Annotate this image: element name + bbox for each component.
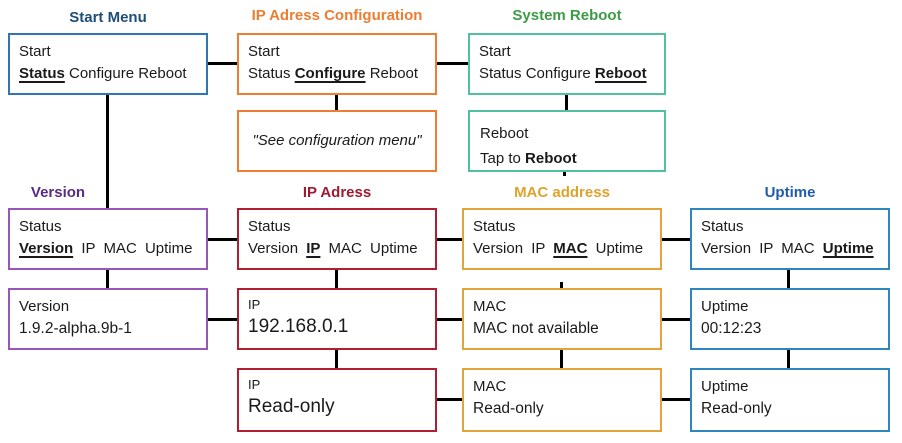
menu-text: Status bbox=[248, 65, 295, 82]
value-text: Read-only bbox=[248, 396, 335, 417]
value-text: MAC not available bbox=[473, 320, 599, 337]
node-status-mac-screen: Status Version IP MAC Uptime bbox=[462, 208, 662, 270]
connector-ipconfig-to-reboot bbox=[437, 62, 468, 65]
menu-text: IP MAC Uptime bbox=[73, 240, 193, 257]
connector-start-to-statusversion bbox=[106, 95, 109, 208]
node-line1: Start bbox=[479, 43, 511, 60]
value-text: Read-only bbox=[473, 400, 544, 417]
connector-statusversion-to-statusip bbox=[208, 238, 237, 241]
menu-text: Status Configure bbox=[479, 65, 595, 82]
node-line2: Status Configure Reboot bbox=[19, 63, 197, 85]
value-label: Uptime bbox=[701, 378, 749, 395]
node-line2: Version IP MAC Uptime bbox=[701, 238, 879, 260]
connector-stub-below-reboot-action bbox=[563, 172, 566, 176]
value-label: Uptime bbox=[701, 298, 749, 315]
node-mac-readonly-screen: MAC Read-only bbox=[462, 368, 662, 432]
node-line2: Version IP MAC Uptime bbox=[473, 238, 651, 260]
node-status-version-screen: Status Version IP MAC Uptime bbox=[8, 208, 208, 270]
connector-macvalue-to-macreadonly bbox=[560, 350, 563, 368]
node-line1: Start bbox=[19, 43, 51, 60]
value-label: Version bbox=[19, 298, 70, 315]
section-title-system-reboot: System Reboot bbox=[512, 7, 622, 24]
node-version-value-screen: Version 1.9.2-alpha.9b-1 bbox=[8, 288, 208, 350]
connector-ipvalue-to-ipreadonly bbox=[335, 350, 338, 368]
menu-text: Version IP MAC bbox=[701, 240, 823, 257]
node-config-note: "See configuration menu" bbox=[237, 110, 437, 172]
section-title-ip-config: IP Adress Configuration bbox=[251, 7, 423, 24]
value-text: 192.168.0.1 bbox=[248, 316, 349, 337]
node-ip-value-screen: IP 192.168.0.1 bbox=[237, 288, 437, 350]
reboot-action-label: Reboot bbox=[525, 150, 577, 167]
node-uptime-readonly-screen: Uptime Read-only bbox=[690, 368, 890, 432]
node-line2: Status Configure Reboot bbox=[479, 63, 655, 85]
menu-text: Uptime bbox=[587, 240, 644, 257]
node-status-ip-screen: Status Version IP MAC Uptime bbox=[237, 208, 437, 270]
value-text: 1.9.2-alpha.9b-1 bbox=[19, 320, 132, 337]
node-line1: Status bbox=[19, 218, 62, 235]
note-text: "See configuration menu" bbox=[252, 132, 422, 149]
value-label: IP bbox=[248, 297, 261, 312]
connector-versionvalue-to-ipvalue bbox=[208, 318, 237, 321]
node-line2: Tap to Reboot bbox=[480, 146, 654, 171]
selected-menu-item: Uptime bbox=[822, 240, 874, 257]
menu-text: MAC Uptime bbox=[320, 240, 418, 257]
node-uptime-value-screen: Uptime 00:12:23 bbox=[690, 288, 890, 350]
selected-menu-item: Version bbox=[19, 240, 74, 257]
value-text: 00:12:23 bbox=[701, 320, 762, 337]
value-label: MAC bbox=[473, 298, 507, 315]
connector-start-to-ipconfig bbox=[208, 62, 237, 65]
connector-macreadonly-to-uptimereadonly bbox=[662, 398, 690, 401]
connector-statusuptime-to-uptimevalue bbox=[787, 270, 790, 288]
node-line2: Version IP MAC Uptime bbox=[248, 238, 426, 260]
value-label: MAC bbox=[473, 378, 507, 395]
menu-text: Version IP bbox=[473, 240, 554, 257]
section-title-ip-adress: IP Adress bbox=[302, 184, 372, 201]
connector-statusip-to-ipvalue bbox=[335, 270, 338, 288]
connector-ipreadonly-to-macreadonly bbox=[437, 398, 462, 401]
node-ip-readonly-screen: IP Read-only bbox=[237, 368, 437, 432]
node-line1: Status bbox=[701, 218, 744, 235]
value-text: Read-only bbox=[701, 400, 772, 417]
section-title-mac-address: MAC address bbox=[514, 184, 610, 201]
menu-text: Reboot bbox=[365, 65, 419, 82]
connector-ipconfig-to-note bbox=[335, 95, 338, 110]
selected-menu-item: Configure bbox=[294, 65, 366, 82]
node-line1: Start bbox=[248, 43, 280, 60]
connector-ipvalue-to-macvalue bbox=[437, 318, 462, 321]
menu-text: Configure Reboot bbox=[64, 65, 187, 82]
connector-macvalue-to-uptimevalue bbox=[662, 318, 690, 321]
node-line1: Reboot bbox=[480, 125, 529, 142]
node-line2: Version IP MAC Uptime bbox=[19, 238, 197, 260]
connector-statusversion-to-versionvalue bbox=[106, 270, 109, 288]
node-start-menu-screen: Start Status Configure Reboot bbox=[8, 33, 208, 95]
node-line1: Status bbox=[473, 218, 516, 235]
menu-text: Version bbox=[248, 240, 307, 257]
menu-text: Tap to bbox=[480, 150, 526, 167]
section-title-uptime: Uptime bbox=[764, 184, 816, 201]
node-ip-config-screen: Start Status Configure Reboot bbox=[237, 33, 437, 95]
node-system-reboot-screen: Start Status Configure Reboot bbox=[468, 33, 666, 95]
value-label: IP bbox=[248, 377, 261, 392]
selected-menu-item: IP bbox=[306, 240, 321, 257]
selected-menu-item: MAC bbox=[553, 240, 588, 257]
node-mac-value-screen: MAC MAC not available bbox=[462, 288, 662, 350]
node-line2: Status Configure Reboot bbox=[248, 63, 426, 85]
connector-stub-above-macvalue bbox=[560, 282, 563, 288]
connector-reboot-to-action bbox=[565, 95, 568, 110]
section-title-start-menu: Start Menu bbox=[69, 9, 147, 26]
selected-menu-item: Status bbox=[19, 65, 65, 82]
connector-statusip-to-statusmac bbox=[437, 238, 462, 241]
connector-uptimevalue-to-uptimereadonly bbox=[787, 350, 790, 368]
node-status-uptime-screen: Status Version IP MAC Uptime bbox=[690, 208, 890, 270]
connector-statusmac-to-statusuptime bbox=[662, 238, 690, 241]
selected-menu-item: Reboot bbox=[594, 65, 647, 82]
section-title-version: Version bbox=[30, 184, 86, 201]
node-line1: Status bbox=[248, 218, 291, 235]
node-reboot-action: Reboot Tap to Reboot bbox=[468, 110, 666, 172]
